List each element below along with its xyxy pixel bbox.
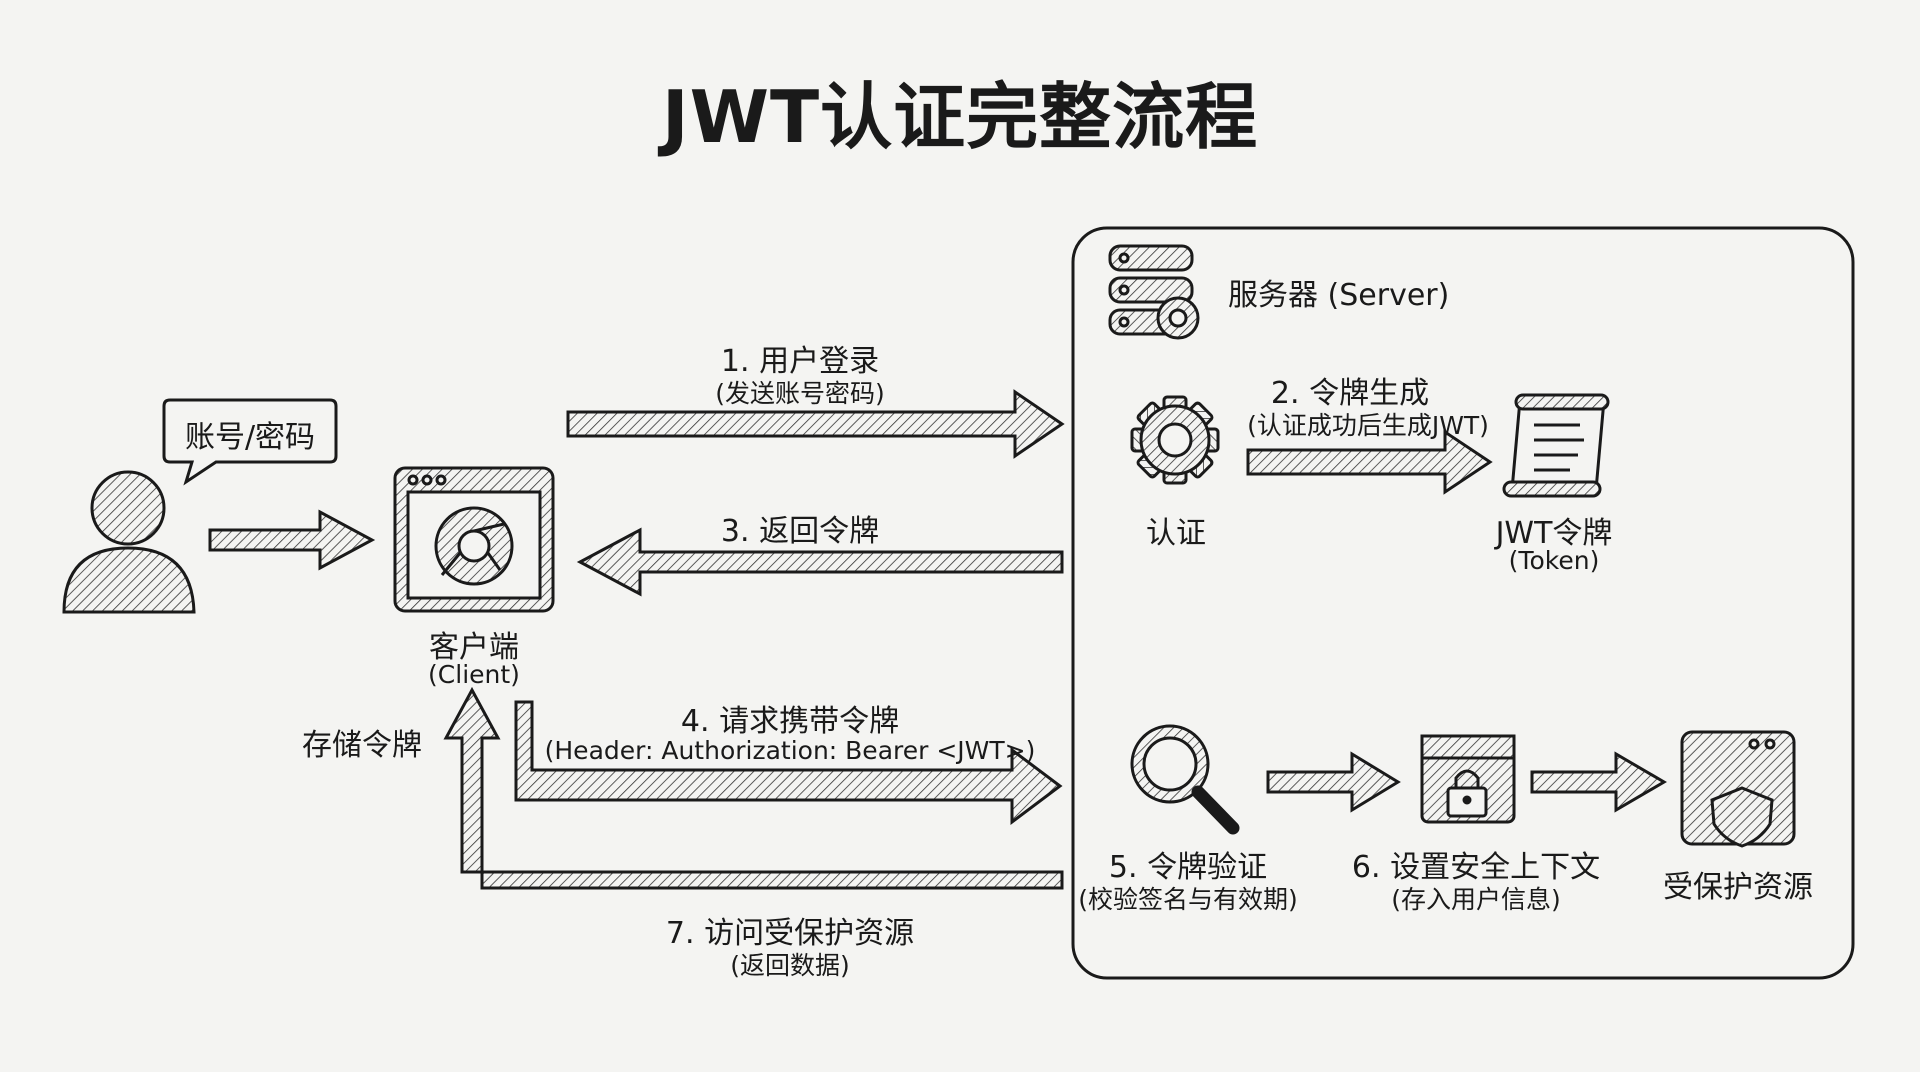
step7-label: 7. 访问受保护资源 (665, 916, 915, 951)
token-sub: (Token) (1508, 546, 1600, 575)
step5-sub: (校验签名与有效期) (1078, 885, 1298, 914)
store-token-label: 存储令牌 (302, 728, 422, 763)
server-icon (1108, 244, 1200, 340)
step1-sub: (发送账号密码) (715, 379, 885, 408)
step4-label: 4. 请求携带令牌 (680, 704, 900, 739)
arrow-step5-to-6 (1266, 751, 1401, 813)
scroll-icon (1502, 393, 1610, 498)
server-label: 服务器 (Server) (1228, 278, 1450, 313)
shield-window-icon (1680, 730, 1796, 848)
client-sublabel: (Client) (428, 660, 520, 689)
step7-sub: (返回数据) (730, 951, 850, 980)
user-icon (62, 470, 196, 614)
gear-icon (1130, 395, 1220, 485)
arrow-step6-to-resource (1530, 751, 1667, 813)
arrow-step3 (576, 527, 1064, 597)
step1-label: 1. 用户登录 (720, 344, 880, 379)
step6-label: 6. 设置安全上下文 (1351, 850, 1601, 885)
auth-label: 认证 (1146, 516, 1206, 551)
step2-label: 2. 令牌生成 (1270, 376, 1430, 411)
step4-sub: (Header: Authorization: Bearer <JWT>) (544, 736, 1036, 765)
server-container (1071, 226, 1855, 980)
arrow-user-to-client (208, 509, 376, 571)
arrow-step7 (443, 686, 1064, 890)
user-bubble-text: 账号/密码 (184, 420, 316, 455)
token-label: JWT令牌 (1495, 516, 1613, 551)
speech-bubble (162, 398, 338, 486)
lockbox-icon (1420, 734, 1516, 824)
step3-label: 3. 返回令牌 (720, 514, 880, 549)
arrow-step1 (566, 389, 1065, 459)
step2-sub: (认证成功后生成JWT) (1247, 411, 1489, 440)
arrow-step2 (1246, 429, 1493, 495)
step6-sub: (存入用户信息) (1391, 885, 1561, 914)
step5-label: 5. 令牌验证 (1108, 850, 1268, 885)
page-title: JWT认证完整流程 (661, 75, 1259, 159)
magnifier-icon (1130, 724, 1240, 835)
client-label: 客户端 (429, 630, 519, 665)
arrow-step4 (514, 700, 1063, 825)
browser-icon (393, 466, 555, 613)
protected-resource-label: 受保护资源 (1663, 870, 1813, 905)
